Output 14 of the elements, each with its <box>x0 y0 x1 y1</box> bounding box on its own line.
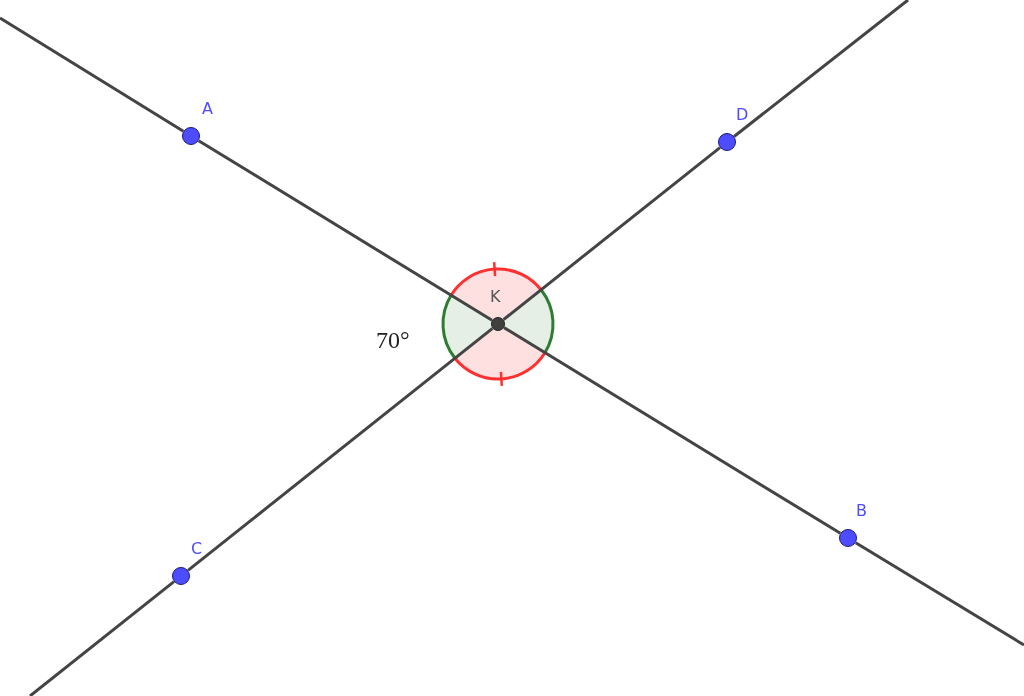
point-label: D <box>736 107 749 123</box>
line-segment <box>197 139 493 322</box>
angle-label: 70° <box>376 328 410 352</box>
point-label: B <box>856 503 867 519</box>
point-label: K <box>490 289 501 305</box>
line-segment <box>503 326 842 535</box>
point-label: C <box>191 541 203 557</box>
line-segment <box>0 16 185 133</box>
line-segment <box>29 580 175 696</box>
line-segment <box>502 146 721 321</box>
line-segment <box>733 0 909 138</box>
point-label: A <box>202 101 213 117</box>
line-segment <box>854 541 1024 647</box>
line-segment <box>187 327 494 572</box>
